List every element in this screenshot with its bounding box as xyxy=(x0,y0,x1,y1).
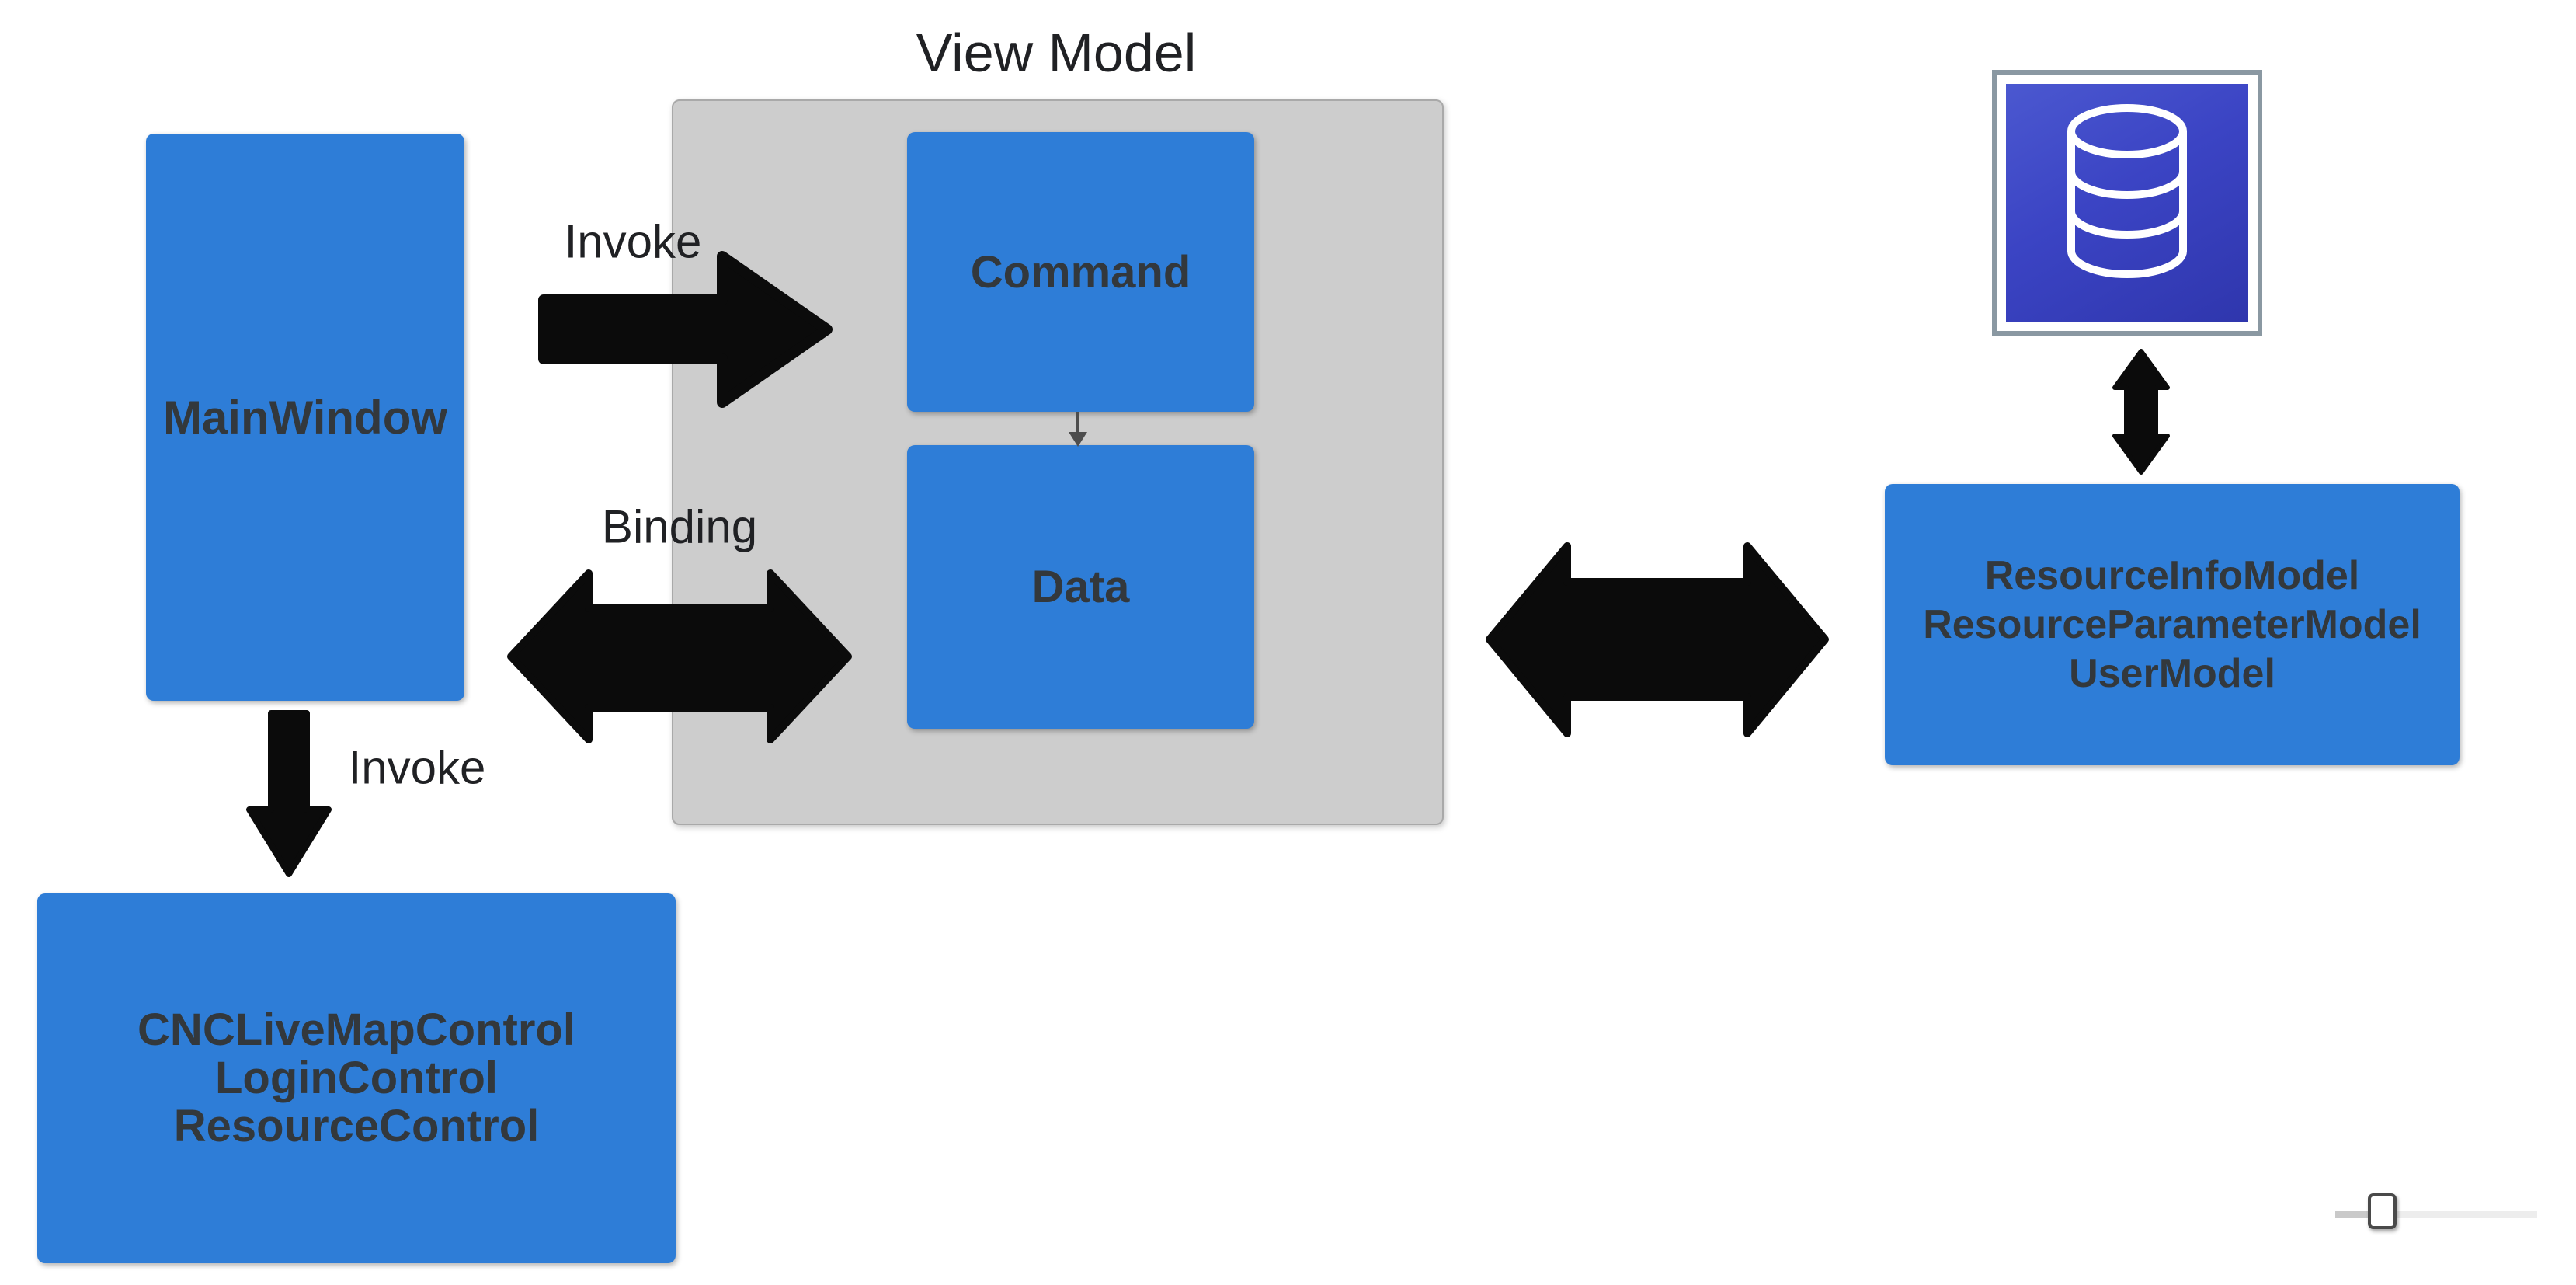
view-controls-node: CNCLiveMapControl LoginControl ResourceC… xyxy=(37,893,676,1263)
data-label: Data xyxy=(1031,562,1130,612)
command-label: Command xyxy=(970,246,1191,298)
command-node: Command xyxy=(907,132,1254,412)
main-window-node: MainWindow xyxy=(146,134,464,701)
models-line: ResourceParameterModel xyxy=(1923,601,2421,647)
view-controls-line: ResourceControl xyxy=(173,1101,540,1151)
zoom-slider-handle[interactable] xyxy=(2368,1193,2397,1229)
binding-label: Binding xyxy=(601,500,758,553)
models-node: ResourceInfoModel ResourceParameterModel… xyxy=(1885,484,2460,765)
view-controls-line: LoginControl xyxy=(214,1053,498,1103)
database-icon xyxy=(1992,70,2262,336)
zoom-slider-track[interactable] xyxy=(2371,1211,2537,1218)
view-controls-line: CNCLiveMapControl xyxy=(137,1005,575,1055)
models-line: ResourceInfoModel xyxy=(1984,552,2360,598)
invoke-down-arrow-icon xyxy=(246,710,332,877)
models-line: UserModel xyxy=(2069,650,2275,696)
viewmodel-models-arrow-icon xyxy=(1486,542,1829,737)
models-db-arrow-icon xyxy=(2112,349,2170,475)
command-data-connector-icon xyxy=(1069,412,1087,447)
zoom-slider[interactable] xyxy=(2335,1189,2545,1235)
main-window-label: MainWindow xyxy=(162,391,448,444)
database-icon-background xyxy=(2006,84,2248,322)
binding-arrow-icon xyxy=(507,569,852,743)
database-cylinder-icon xyxy=(2067,104,2187,278)
invoke-label-top: Invoke xyxy=(564,215,702,268)
diagram-title: View Model xyxy=(916,23,1197,83)
invoke-label-bottom: Invoke xyxy=(348,741,486,794)
invoke-arrow-icon xyxy=(538,251,833,408)
zoom-slider-track-filled[interactable] xyxy=(2335,1211,2371,1218)
data-node: Data xyxy=(907,445,1254,729)
